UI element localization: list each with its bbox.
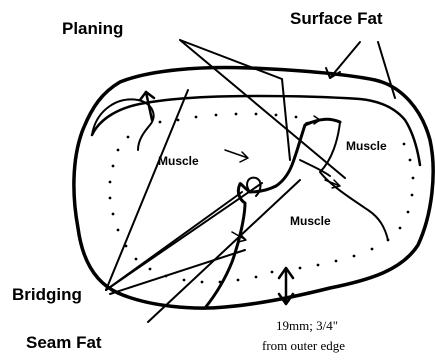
- surface-fat-arrow-1: [330, 42, 360, 78]
- surface-fat-arrow-2: [378, 42, 395, 98]
- interior-arrow-1: [225, 150, 248, 162]
- seam-fat-line-lower: [205, 184, 276, 308]
- muscle-label-left: Muscle: [158, 154, 199, 168]
- surface-fat-label: Surface Fat: [290, 9, 383, 28]
- inner-fat-line: [92, 96, 420, 165]
- planing-arrow-2: [180, 40, 282, 79]
- measurement-note-line1: 19mm; 3/4": [276, 318, 338, 333]
- planing-label: Planing: [62, 19, 123, 38]
- planing-arrow-2b: [282, 79, 290, 160]
- measurement-note-line2: from outer edge: [262, 338, 345, 353]
- bridging-label: Bridging: [12, 285, 82, 304]
- muscle-label-right: Muscle: [346, 139, 387, 153]
- seam-fat-label: Seam Fat: [26, 333, 102, 352]
- muscle-label-bottom: Muscle: [290, 214, 331, 228]
- planing-arrow-1: [180, 40, 345, 178]
- inner-left-line: [92, 99, 154, 150]
